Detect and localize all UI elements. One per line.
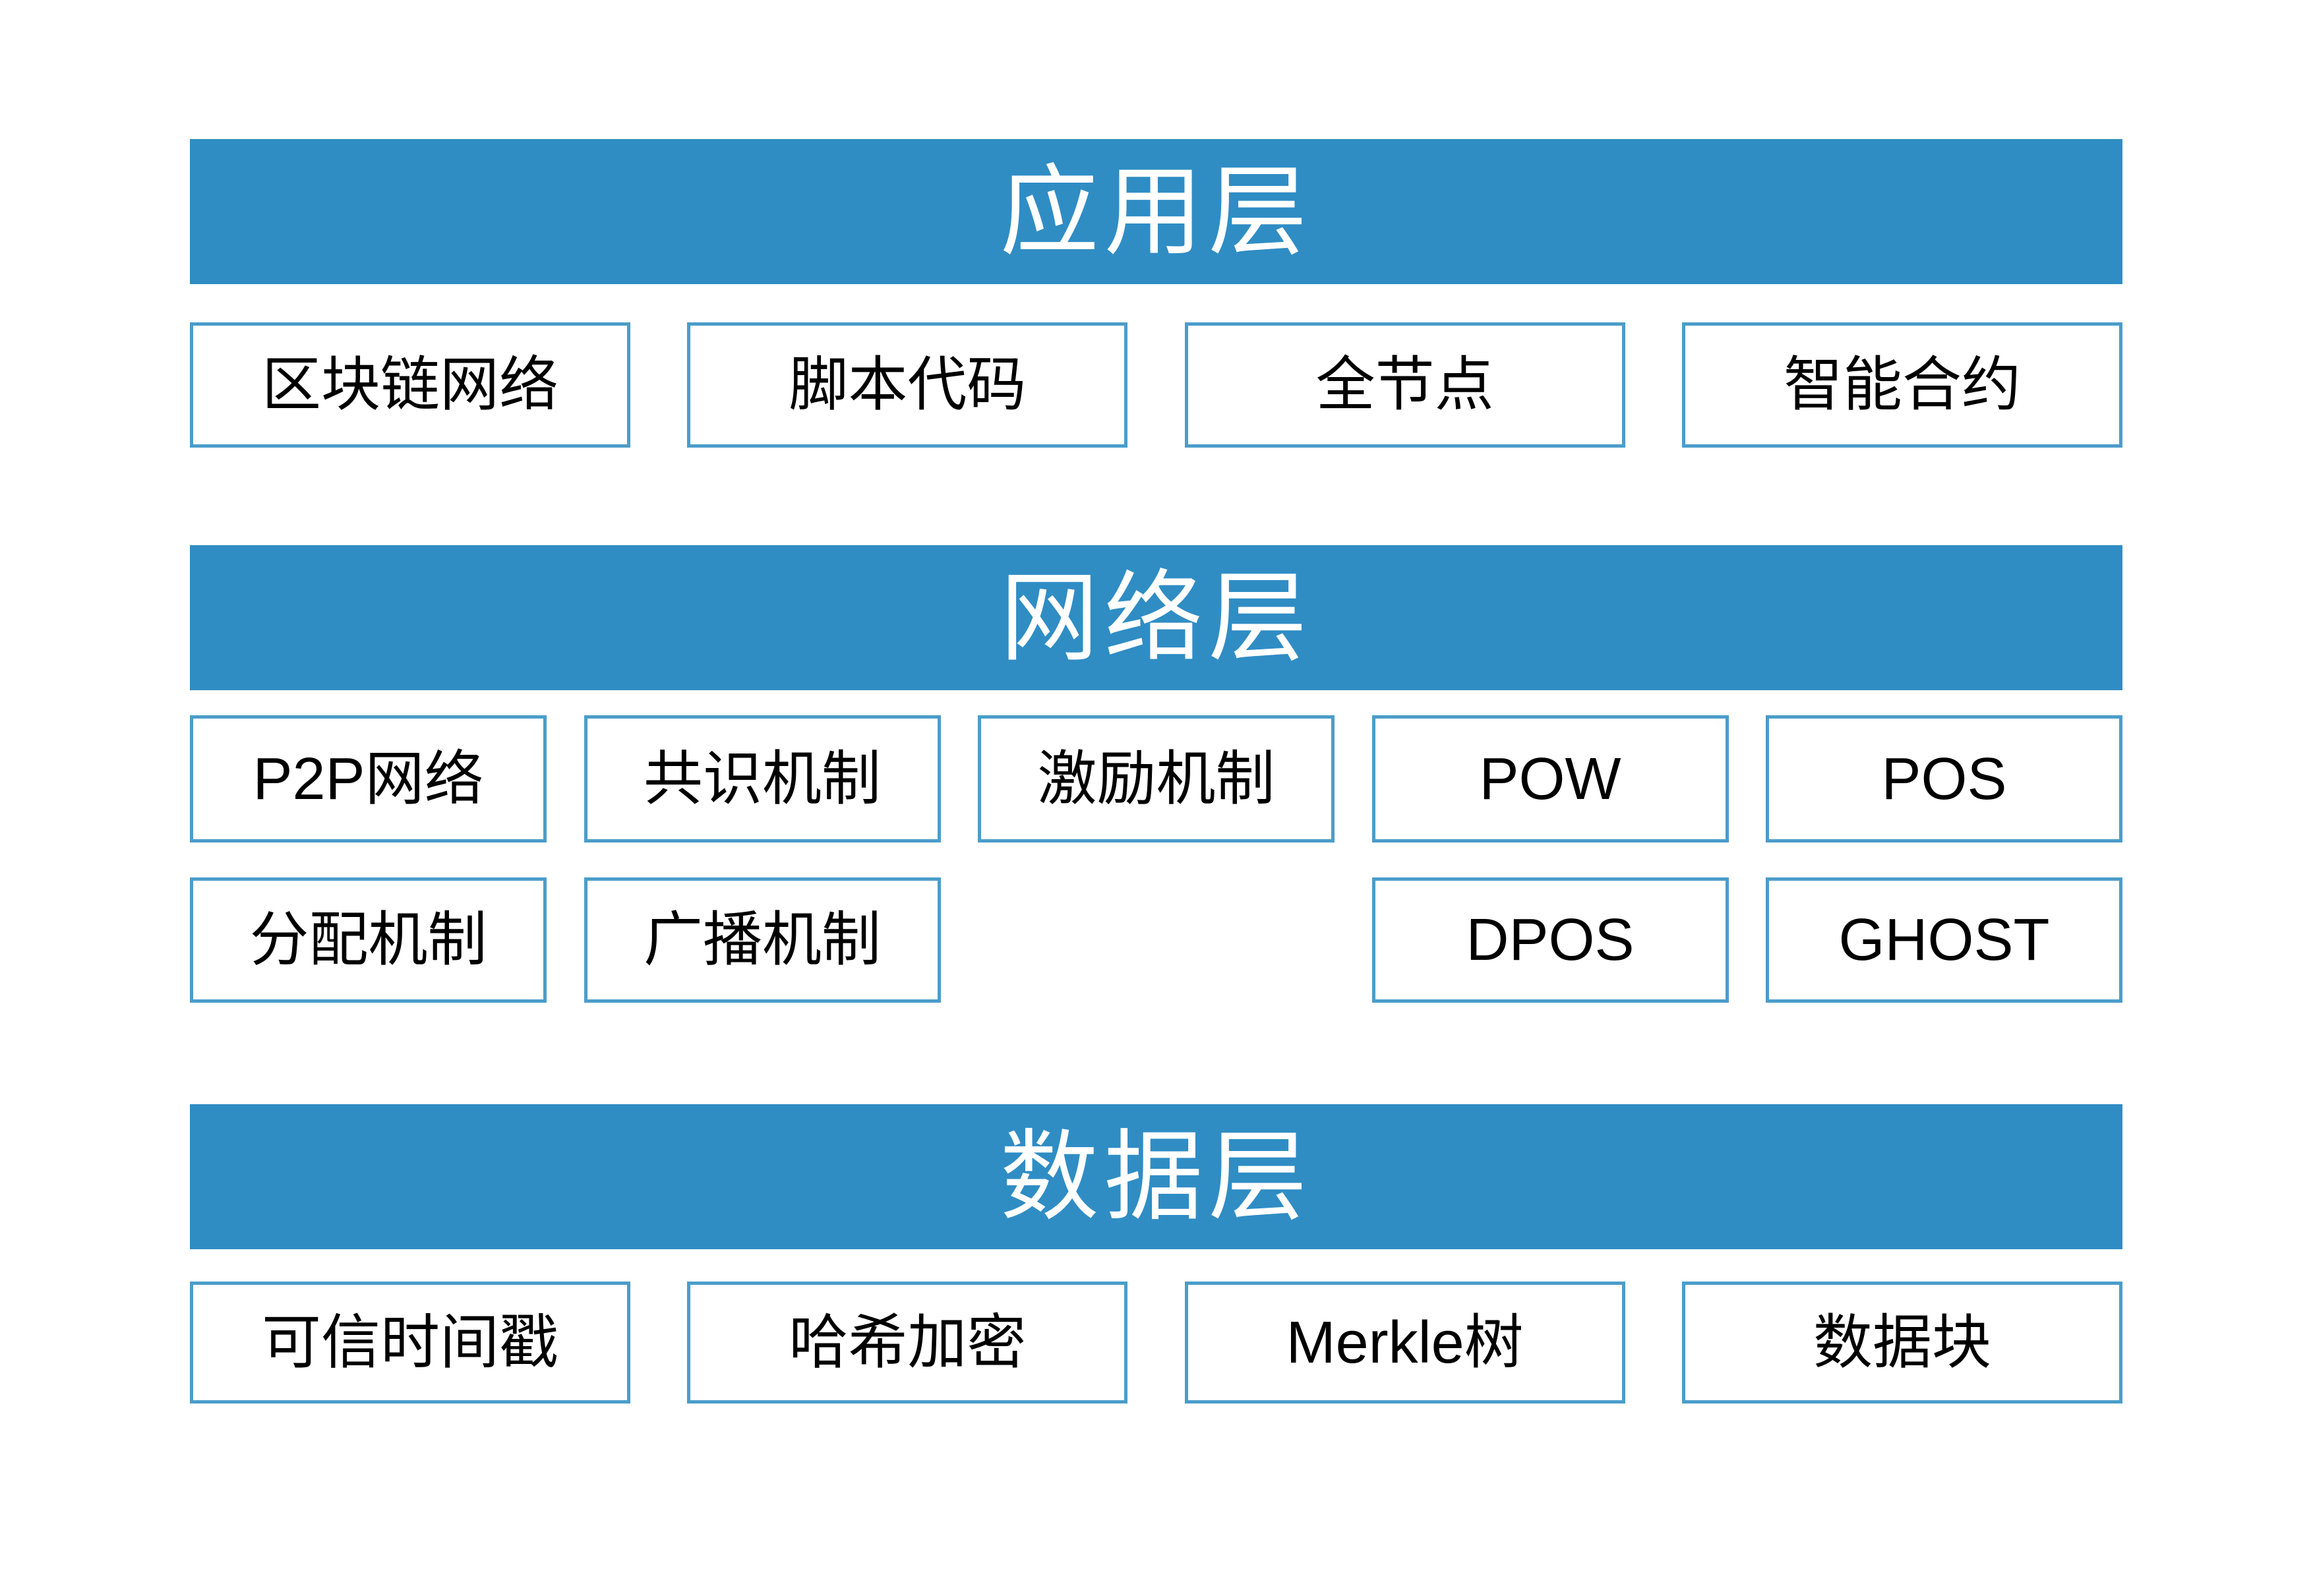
- box-ghost: GHOST: [1766, 877, 2122, 1003]
- network-layer-row-2: 分配机制 广播机制 DPOS GHOST: [190, 877, 2122, 1003]
- layer-title-application: 应用层: [1000, 156, 1313, 267]
- box-pos: POS: [1766, 715, 2122, 842]
- box-p2p-network: P2P网络: [190, 715, 547, 842]
- layer-header-network: 网络层: [190, 545, 2122, 690]
- box-dpos: DPOS: [1371, 877, 1729, 1003]
- box-trusted-timestamp: 可信时间戳: [190, 1282, 630, 1404]
- layer-header-data: 数据层: [190, 1104, 2122, 1249]
- layer-header-application: 应用层: [190, 139, 2122, 284]
- network-layer-row-1: P2P网络 共识机制 激励机制 POW POS: [190, 715, 2122, 842]
- box-script-code: 脚本代码: [687, 322, 1128, 448]
- box-merkle-tree: Merkle树: [1184, 1282, 1625, 1404]
- box-incentive-mechanism: 激励机制: [978, 715, 1335, 842]
- box-blockchain-network: 区块链网络: [190, 322, 630, 448]
- box-consensus-mechanism: 共识机制: [584, 715, 941, 842]
- box-broadcast-mechanism: 广播机制: [584, 877, 941, 1003]
- box-pow: POW: [1371, 715, 1729, 842]
- box-hash-encryption: 哈希加密: [687, 1282, 1128, 1404]
- application-layer-row: 区块链网络 脚本代码 全节点 智能合约: [190, 322, 2122, 448]
- layer-title-network: 网络层: [1000, 562, 1313, 673]
- layer-title-data: 数据层: [1000, 1121, 1313, 1232]
- diagram-content: 应用层 区块链网络 脚本代码 全节点 智能合约 网络层 P2P网络 共识机制 激…: [190, 139, 2122, 1404]
- box-data-block: 数据块: [1681, 1282, 2122, 1404]
- data-layer-row: 可信时间戳 哈希加密 Merkle树 数据块: [190, 1282, 2122, 1404]
- box-smart-contract: 智能合约: [1681, 322, 2122, 448]
- box-distribution-mechanism: 分配机制: [190, 877, 547, 1003]
- box-full-node: 全节点: [1184, 322, 1625, 448]
